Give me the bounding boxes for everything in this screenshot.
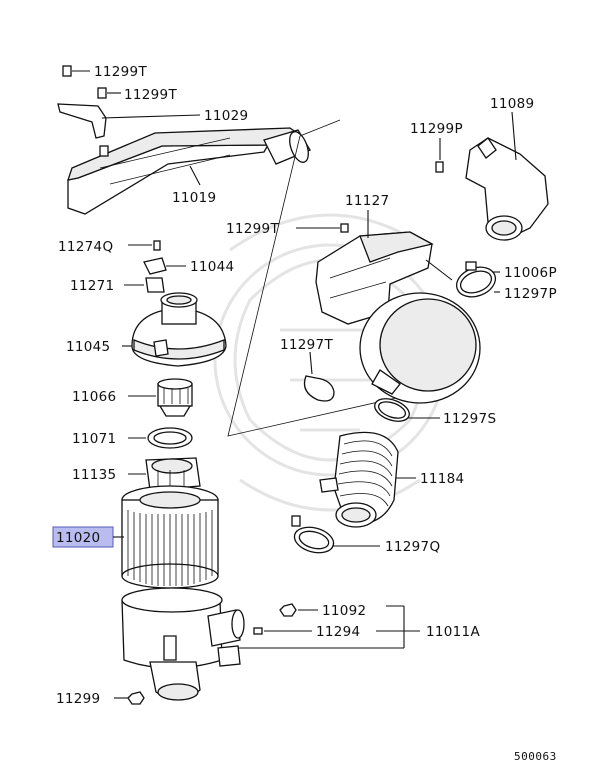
label-11299P: 11299P: [410, 121, 463, 137]
intake-pipe-11019: [67, 127, 311, 215]
label-11127: 11127: [345, 193, 389, 209]
valve-11066: [128, 378, 193, 417]
label-11089: 11089: [490, 96, 534, 112]
label-11066: 11066: [72, 389, 116, 405]
label-11297S: 11297S: [443, 411, 496, 427]
label-11029: 11029: [204, 108, 248, 124]
label-11071: 11071: [72, 431, 116, 447]
housing-11011A: [121, 587, 245, 701]
bolt-11274Q: [128, 240, 161, 251]
label-11299: 11299: [56, 691, 100, 707]
label-11271: 11271: [70, 278, 114, 294]
label-11044: 11044: [190, 259, 234, 275]
label-11299T-c: 11299T: [226, 221, 279, 237]
clamp-11297S: [374, 398, 440, 422]
bolt-11299T-a: [62, 65, 90, 77]
bolt-11299P: [435, 138, 444, 173]
filter-element-11020: [121, 485, 219, 589]
cover-11045: [122, 292, 227, 367]
diagram-code: 500063: [514, 750, 557, 763]
clip-11271: [124, 277, 165, 293]
label-11297Q: 11297Q: [385, 539, 440, 555]
duct-11089: [465, 111, 549, 241]
gasket-11071: [128, 427, 193, 449]
bolt-11294: [253, 627, 312, 635]
hose-11184: [319, 431, 416, 528]
label-11297P: 11297P: [504, 286, 557, 302]
leader-11006P: [425, 259, 453, 281]
label-11092: 11092: [322, 603, 366, 619]
bolt-11299T-b: [97, 87, 121, 99]
element-11135: [128, 457, 201, 491]
label-11045: 11045: [66, 339, 110, 355]
clamp-11297Q: [291, 515, 380, 554]
label-11135: 11135: [72, 467, 116, 483]
leader-11011A: [238, 605, 420, 649]
bolt-11299: [114, 691, 145, 705]
label-11020: 11020: [56, 530, 100, 546]
label-11299T-b: 11299T: [124, 87, 177, 103]
bracket-11029: [57, 103, 201, 139]
cleaner-housing-large: [359, 292, 481, 404]
label-11297T: 11297T: [280, 337, 333, 353]
label-11299T-a: 11299T: [94, 64, 147, 80]
clamp-11006P: [455, 261, 500, 298]
bolt-11299T-c: [296, 223, 349, 233]
label-11184: 11184: [420, 471, 464, 487]
guide-lines: [227, 119, 397, 437]
label-11274Q: 11274Q: [58, 239, 113, 255]
resonator-11127: [315, 210, 434, 325]
label-11294: 11294: [316, 624, 360, 640]
label-11019: 11019: [172, 190, 216, 206]
label-11006P: 11006P: [504, 265, 557, 281]
part-labels: 11299T 11299T 11029 11019 11089 11299P 1…: [56, 64, 557, 763]
nut-11092: [279, 603, 318, 617]
clip-11044: [143, 257, 186, 275]
label-11011A: 11011A: [426, 624, 480, 640]
clamp-11297T: [303, 351, 335, 402]
